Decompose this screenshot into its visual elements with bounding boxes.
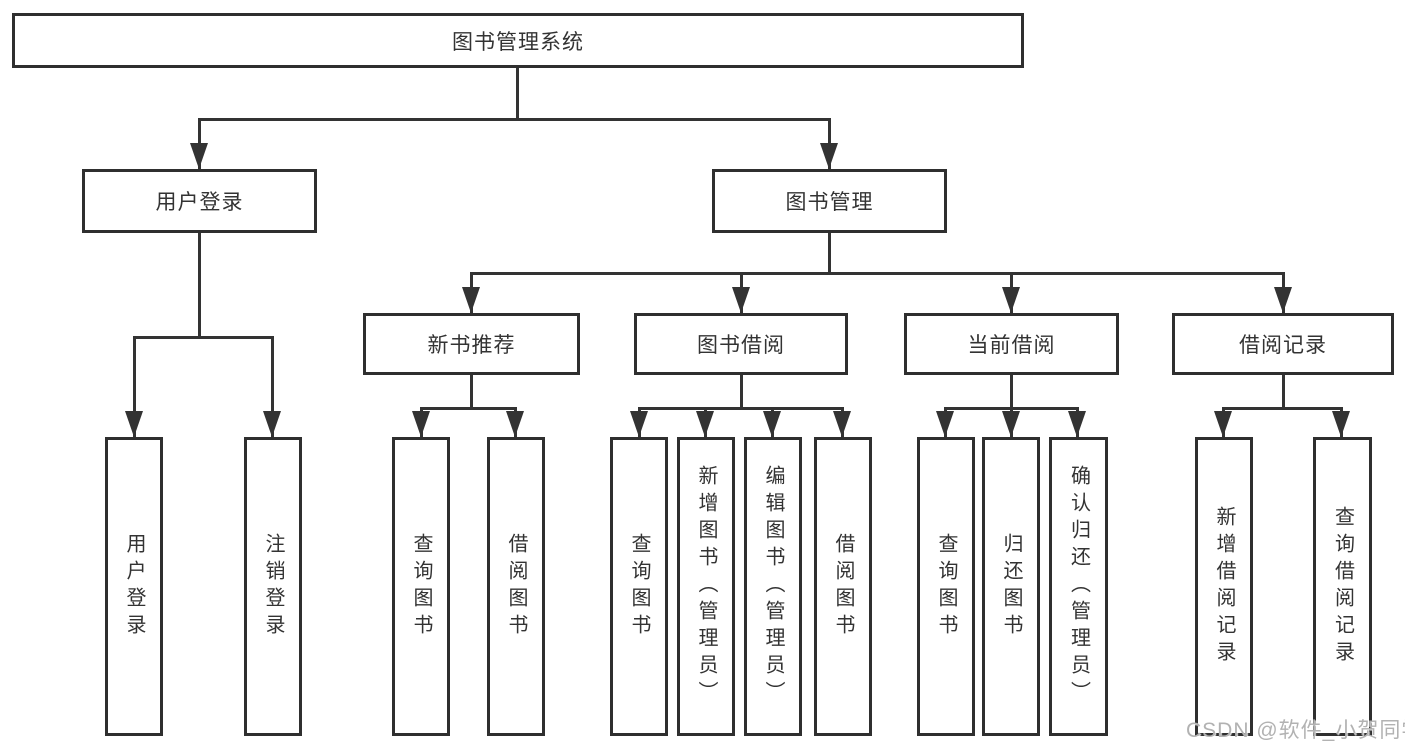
leaf-logout: 注销登录	[244, 437, 302, 736]
arrow-down-icon	[506, 411, 524, 437]
leaf-add-borrow-record: 新增借阅记录	[1195, 437, 1253, 736]
node-label: 新增借阅记录	[1213, 505, 1235, 668]
node-label: 图书借阅	[697, 334, 785, 357]
node-label: 确认归还（管理员）	[1067, 465, 1090, 708]
node-borrow-record: 借阅记录	[1172, 313, 1394, 375]
arrow-down-icon	[125, 411, 143, 437]
connector-line	[470, 272, 1284, 275]
connector-line	[1010, 375, 1013, 410]
connector-line	[1282, 375, 1285, 410]
node-book-management: 图书管理	[712, 169, 947, 233]
node-label: 用户登录	[123, 532, 145, 641]
leaf-confirm-return-admin: 确认归还（管理员）	[1049, 437, 1108, 736]
node-label: 新书推荐	[427, 334, 516, 357]
node-user-login: 用户登录	[82, 169, 317, 233]
node-label: 新增图书（管理员）	[695, 465, 717, 708]
arrow-down-icon	[412, 411, 430, 437]
arrow-down-icon	[630, 411, 648, 437]
arrow-down-icon	[1002, 411, 1020, 437]
leaf-borrow-book-recommend: 借阅图书	[487, 437, 545, 736]
node-label: 归还图书	[1000, 532, 1022, 641]
connector-line	[133, 336, 274, 339]
arrow-down-icon	[936, 411, 954, 437]
node-label: 注销登录	[262, 532, 284, 641]
leaf-user-login: 用户登录	[105, 437, 163, 736]
connector-line	[638, 407, 844, 410]
node-label: 当前借阅	[967, 334, 1056, 357]
arrow-down-icon	[820, 143, 838, 169]
node-new-book-recommend: 新书推荐	[363, 313, 580, 375]
connector-line	[1222, 407, 1343, 410]
connector-line	[516, 68, 519, 120]
node-label: 图书管理	[785, 191, 874, 214]
connector-line	[828, 233, 831, 274]
leaf-query-book-current: 查询图书	[917, 437, 975, 736]
leaf-query-book-borrow: 查询图书	[610, 437, 668, 736]
arrow-down-icon	[263, 411, 281, 437]
node-label: 借阅图书	[832, 532, 854, 641]
node-book-borrow: 图书借阅	[634, 313, 848, 375]
arrow-down-icon	[696, 411, 714, 437]
leaf-query-borrow-record: 查询借阅记录	[1313, 437, 1372, 736]
arrow-down-icon	[1002, 287, 1020, 313]
csdn-watermark: CSDN @软件_小贺同学	[1186, 719, 1405, 742]
leaf-query-book-recommend: 查询图书	[392, 437, 450, 736]
arrow-down-icon	[833, 411, 851, 437]
leaf-add-book-admin: 新增图书（管理员）	[677, 437, 735, 736]
connector-line	[198, 118, 831, 121]
arrow-down-icon	[190, 143, 208, 169]
leaf-return-book: 归还图书	[982, 437, 1040, 736]
connector-line	[133, 336, 136, 437]
node-label: 编辑图书（管理员）	[762, 465, 784, 708]
connector-line	[198, 233, 201, 338]
leaf-edit-book-admin: 编辑图书（管理员）	[744, 437, 802, 736]
node-label: 图书管理系统	[452, 30, 584, 54]
node-label: 查询借阅记录	[1331, 505, 1354, 668]
connector-line	[470, 375, 473, 410]
arrow-down-icon	[763, 411, 781, 437]
arrow-down-icon	[1332, 411, 1350, 437]
arrow-down-icon	[732, 287, 750, 313]
node-current-borrow: 当前借阅	[904, 313, 1119, 375]
connector-line	[271, 336, 274, 437]
connector-line	[420, 407, 517, 410]
leaf-borrow-book: 借阅图书	[814, 437, 872, 736]
node-library-management-system: 图书管理系统	[12, 13, 1024, 68]
node-label: 查询图书	[628, 532, 650, 641]
node-label: 用户登录	[155, 191, 244, 214]
arrow-down-icon	[1068, 411, 1086, 437]
node-label: 查询图书	[410, 532, 432, 641]
arrow-down-icon	[1214, 411, 1232, 437]
node-label: 查询图书	[935, 532, 957, 641]
arrow-down-icon	[1274, 287, 1292, 313]
connector-line	[740, 375, 743, 410]
arrow-down-icon	[462, 287, 480, 313]
node-label: 借阅图书	[505, 532, 527, 641]
node-label: 借阅记录	[1239, 334, 1327, 357]
